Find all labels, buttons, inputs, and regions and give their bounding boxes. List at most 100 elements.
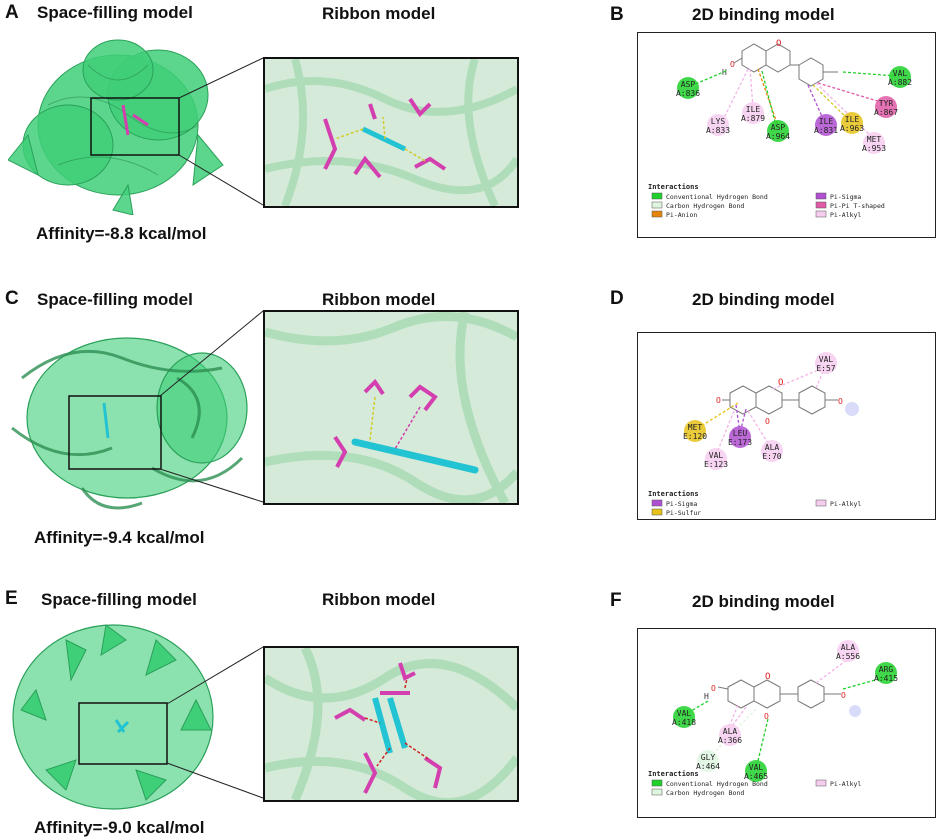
ligand-structure-d (722, 385, 838, 415)
residue-id: A:366 (718, 736, 742, 745)
legend-label: Conventional Hydrogen Bond (666, 780, 768, 788)
residue-name: VAL (677, 709, 692, 718)
ribbon-zoom-a (263, 57, 519, 208)
residue-node (729, 426, 751, 448)
ribbon-title-a: Ribbon model (322, 4, 436, 23)
residue-nodes-f: ALAA:556ARGA:415VALA:418ALAA:366GLYA:464… (672, 640, 898, 782)
residue-node (697, 750, 719, 772)
ribbon-title-e: Ribbon model (322, 590, 436, 609)
residue-name: VAL (749, 763, 764, 772)
legend-swatch (815, 192, 827, 200)
residue-node (815, 352, 837, 374)
residue-name: LEU (733, 429, 748, 438)
legend-swatch (651, 499, 663, 507)
legend-label: Pi-Sigma (666, 500, 697, 508)
legend-swatch (651, 210, 663, 218)
svg-text:O: O (841, 691, 846, 700)
protein-space-filling-c (11, 337, 248, 510)
space-filling-title-a: Space-filling model (37, 3, 193, 22)
residue-name: VAL (893, 69, 908, 78)
legend-label: Pi-Alkyl (830, 211, 861, 219)
svg-text:O: O (716, 396, 721, 405)
svg-text:O: O (765, 417, 770, 426)
residue-node (889, 66, 911, 88)
svg-text:O: O (778, 378, 783, 388)
residue-name: ALA (841, 643, 856, 652)
residue-id: A:465 (744, 772, 768, 781)
residue-name: MET (867, 135, 882, 144)
legend-swatch (651, 508, 663, 516)
legend-swatch (651, 201, 663, 209)
legend-label: Carbon Hydrogen Bond (666, 202, 744, 210)
residue-node (707, 114, 729, 136)
panel-label-b: B (610, 4, 624, 25)
ribbon-title-c: Ribbon model (322, 290, 436, 309)
legend-label: Pi-Anion (666, 211, 697, 219)
residue-id: A:882 (888, 78, 912, 87)
ribbon-view-e (265, 648, 517, 800)
residue-node (673, 706, 695, 728)
ligand-structure-f (717, 679, 841, 709)
residue-name: ALA (765, 443, 780, 452)
legend-title-f: Interactions (648, 770, 699, 778)
residue-name: TYR (879, 99, 894, 108)
residue-id: A:963 (840, 124, 864, 133)
residue-node (837, 640, 859, 662)
residue-node (677, 77, 699, 99)
residue-id: A:556 (836, 652, 860, 661)
panel-label-c: C (5, 288, 19, 309)
residue-name: ASP (771, 123, 786, 132)
residue-id: A:418 (672, 718, 696, 727)
residue-name: VAL (709, 451, 724, 460)
legend-swatch (815, 499, 827, 507)
residue-name: LYS (711, 117, 726, 126)
space-filling-title-e: Space-filling model (41, 590, 197, 609)
residue-id: A:879 (741, 114, 765, 123)
svg-text:O: O (776, 39, 781, 49)
binding-title-b: 2D binding model (692, 5, 835, 24)
residue-id: A:833 (706, 126, 730, 135)
residue-name: GLY (701, 753, 716, 762)
legend-swatch (815, 201, 827, 209)
residue-node (684, 420, 706, 442)
legend-label: Carbon Hydrogen Bond (666, 789, 744, 797)
residue-id: A:831 (814, 126, 838, 135)
affinity-e: Affinity=-9.0 kcal/mol (34, 818, 205, 837)
residue-id: A:964 (766, 132, 790, 141)
binding-svg-b: O O H ASPA:836LYSA:833ILEA:879ASPA:964IL… (648, 39, 912, 219)
residue-node (761, 440, 783, 462)
residue-node (719, 724, 741, 746)
residue-id: A:953 (862, 144, 886, 153)
residue-name: ARG (879, 665, 894, 674)
binding-title-f: 2D binding model (692, 592, 835, 611)
ribbon-view-c (265, 312, 517, 503)
residue-name: VAL (819, 355, 834, 364)
residue-node (815, 114, 837, 136)
legend-label: Pi-Sigma (830, 193, 861, 201)
residue-id: E:120 (683, 432, 707, 441)
residue-id: A:415 (874, 674, 898, 683)
legend-swatch (815, 779, 827, 787)
residue-name: MET (688, 423, 703, 432)
svg-text:H: H (704, 692, 709, 701)
residue-nodes-b: ASPA:836LYSA:833ILEA:879ASPA:964ILEA:831… (676, 66, 912, 154)
residue-name: ILE (845, 115, 860, 124)
residue-id: E:57 (816, 364, 835, 373)
legend-title-d: Interactions (648, 490, 699, 498)
residue-id: A:867 (874, 108, 898, 117)
residue-id: A:836 (676, 89, 700, 98)
svg-text:O: O (764, 712, 769, 721)
panel-label-a: A (5, 2, 19, 23)
svg-text:O: O (711, 684, 716, 693)
panel-label-d: D (610, 288, 624, 309)
residue-node (863, 132, 885, 154)
residue-name: ILE (746, 105, 761, 114)
residue-node (841, 112, 863, 134)
residue-node (767, 120, 789, 142)
svg-text:O: O (765, 672, 770, 682)
residue-node (705, 448, 727, 470)
ribbon-zoom-c (263, 310, 519, 505)
legend-title-b: Interactions (648, 183, 699, 191)
